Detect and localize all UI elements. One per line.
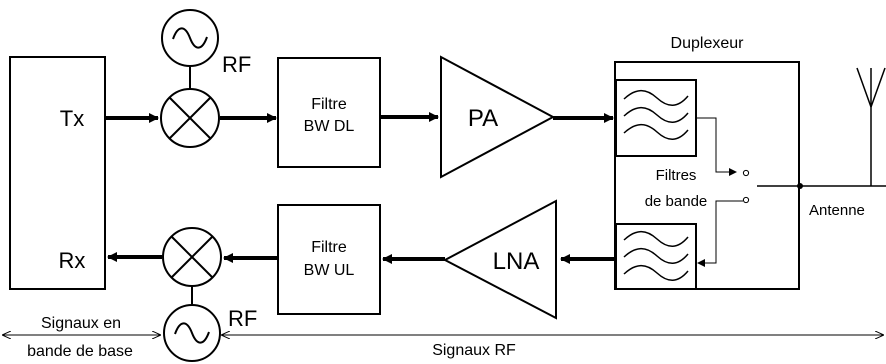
switch-contact-rx — [742, 196, 750, 204]
switch-contact-tx — [742, 169, 750, 177]
duplexer-block — [614, 61, 800, 290]
mixer-top — [160, 88, 220, 148]
pa-amplifier: PA — [440, 55, 556, 179]
filter-bw-ul: Filtre BW UL — [277, 204, 381, 315]
band-filters-label-1: Filtres — [656, 167, 697, 184]
mixer-bottom — [162, 227, 222, 287]
rf-signals-label: Signaux RF — [432, 342, 516, 359]
antenna-label: Antenne — [809, 202, 865, 219]
filter-ul-label-1: Filtre — [311, 239, 347, 256]
tx-rx-block: Tx Rx — [9, 56, 106, 290]
lna-label: LNA — [493, 248, 540, 275]
filter-dl-label-2: BW DL — [304, 118, 355, 135]
tx-label: Tx — [60, 106, 84, 131]
rf-label-top: RF — [222, 52, 251, 77]
rx-label: Rx — [59, 248, 86, 273]
baseband-signals-label-1: Signaux en — [41, 315, 121, 332]
rf-label-bottom: RF — [228, 306, 257, 331]
switch-to-rx-filter-line — [697, 200, 743, 267]
lna-amplifier: LNA — [442, 199, 557, 320]
antenna-junction-dot — [797, 183, 803, 189]
band-filters-label-2: de bande — [645, 193, 708, 210]
rf-oscillator-top — [161, 9, 219, 67]
pa-label: PA — [468, 105, 498, 132]
antenna-icon — [856, 67, 886, 186]
rf-oscillator-bottom — [163, 304, 221, 362]
filter-ul-label-2: BW UL — [304, 262, 355, 279]
tx-filter-to-switch-line — [696, 117, 737, 176]
baseband-signals-label-2: bande de base — [27, 343, 133, 360]
filter-dl-label-1: Filtre — [311, 96, 347, 113]
band-filter-rx-icon — [615, 223, 697, 290]
filter-bw-dl: Filtre BW DL — [277, 57, 381, 168]
band-filter-tx-icon — [615, 79, 697, 157]
duplexer-title: Duplexeur — [671, 35, 745, 52]
